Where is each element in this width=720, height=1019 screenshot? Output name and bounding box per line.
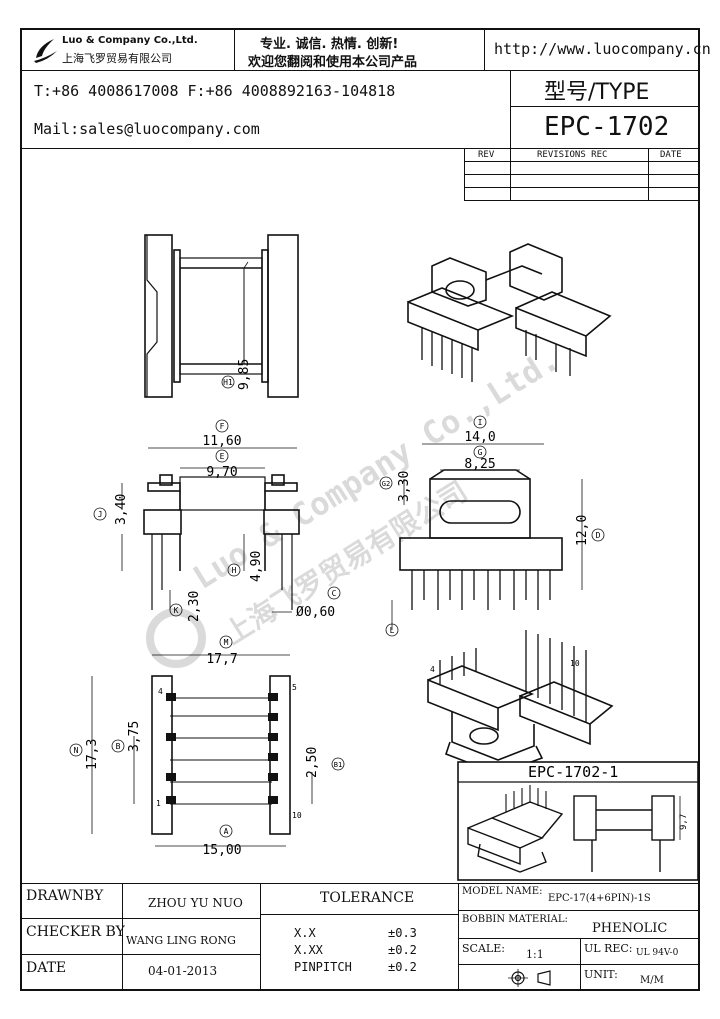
dim-b1-value: 2,50 bbox=[305, 747, 320, 778]
dim-i-value: 14,0 bbox=[464, 430, 495, 445]
watermark: Luo & Company Co.,Ltd. 上海飞罗贸易有限公司 bbox=[146, 340, 566, 668]
dim-j-label: J bbox=[98, 510, 103, 519]
slogan-line2: 欢迎您翻阅和使用本公司产品 bbox=[248, 55, 418, 70]
dim-m-value: 17,7 bbox=[206, 652, 237, 667]
variant-title: EPC-1702-1 bbox=[528, 763, 618, 781]
company-name-cn: 上海飞罗贸易有限公司 bbox=[62, 52, 172, 65]
dim-a-label: A bbox=[224, 827, 229, 836]
type-value: EPC-1702 bbox=[544, 112, 670, 142]
variant-side bbox=[573, 795, 681, 872]
iso-pin-label-10: 10 bbox=[570, 659, 580, 668]
iso-view-top bbox=[407, 243, 612, 382]
iso-pin-label-4: 4 bbox=[430, 665, 435, 674]
dim-h-value: 4,90 bbox=[249, 551, 264, 582]
dim-a-value: 15,00 bbox=[202, 843, 241, 858]
tolerance-label: TOLERANCE bbox=[320, 890, 415, 906]
tol3-key: PINPITCH bbox=[294, 960, 352, 974]
dim-k-value: 2,30 bbox=[187, 591, 202, 622]
ul-rec-value: UL 94V-0 bbox=[636, 948, 679, 958]
contact-phone-fax: T:+86 4008617008 F:+86 4008892163-104818 bbox=[34, 82, 396, 100]
unit-value: M/M bbox=[640, 975, 664, 986]
scale-value: 1:1 bbox=[526, 948, 544, 961]
dim-m-label: M bbox=[224, 638, 229, 647]
pin-label-5: 5 bbox=[292, 683, 297, 692]
tol2-value: ±0.2 bbox=[388, 943, 417, 957]
pin-label-4: 4 bbox=[158, 687, 163, 696]
website-link[interactable]: http://www.luocompany.cn bbox=[494, 40, 711, 58]
dim-i-label: I bbox=[478, 418, 483, 427]
revisions-rec-header: REVISIONS REC bbox=[537, 150, 608, 160]
dim-g-value: 8,25 bbox=[464, 457, 495, 472]
dim-k-label: K bbox=[174, 606, 179, 615]
bottom-view-dims bbox=[69, 635, 345, 847]
tol3-value: ±0.2 bbox=[388, 960, 417, 974]
dim-e-value: 9,70 bbox=[206, 465, 237, 480]
unit-label: UNIT: bbox=[584, 968, 618, 981]
drawing-sheet: Luo & Company Co.,Ltd. 上海飞罗贸易有限公司 专业. 诚信… bbox=[20, 28, 711, 991]
rev-header: REV bbox=[478, 150, 495, 160]
front-view-dims bbox=[93, 419, 341, 617]
dim-d-value: 12,0 bbox=[575, 515, 590, 546]
model-name-value: EPC-17(4+6PIN)-1S bbox=[548, 893, 651, 904]
tol1-value: ±0.3 bbox=[388, 926, 417, 940]
dim-e-label: E bbox=[220, 452, 225, 461]
dim-n-value: 17,3 bbox=[85, 739, 100, 770]
model-name-label: MODEL NAME: bbox=[462, 886, 543, 897]
dim-b-label: B bbox=[116, 742, 121, 751]
company-name-en: Luo & Company Co.,Ltd. bbox=[62, 35, 198, 46]
end-view-dims bbox=[379, 415, 605, 637]
contact-mail[interactable]: Mail:sales@luocompany.com bbox=[34, 120, 260, 138]
bobbin-material-value: PHENOLIC bbox=[592, 921, 668, 936]
dim-c-value: Ø0,60 bbox=[296, 605, 335, 620]
company-logo-icon bbox=[34, 39, 57, 63]
dim-b1-label: B1 bbox=[334, 761, 342, 769]
dim-h1 bbox=[221, 268, 245, 389]
iso-view-bottom bbox=[427, 630, 614, 775]
dim-h-label: H bbox=[232, 566, 237, 575]
end-view bbox=[399, 469, 563, 610]
type-label: 型号/TYPE bbox=[544, 80, 650, 105]
dim-f-value: 11,60 bbox=[202, 434, 241, 449]
drawnby-label: DRAWNBY bbox=[26, 888, 104, 904]
dim-g2-label: G2 bbox=[382, 480, 390, 488]
side-view bbox=[144, 234, 299, 398]
date-value: 04-01-2013 bbox=[148, 964, 218, 978]
checker-value: WANG LING RONG bbox=[126, 934, 236, 947]
dim-g2-value: 3,30 bbox=[397, 471, 412, 502]
bottom-view bbox=[151, 675, 291, 835]
dim-g-label: G bbox=[478, 448, 483, 457]
date-header: DATE bbox=[660, 150, 682, 160]
dim-n-label: N bbox=[74, 746, 79, 755]
pin-label-10: 10 bbox=[292, 811, 302, 820]
slogan-line1: 专业. 诚信. 热情. 创新! bbox=[260, 37, 399, 52]
variant-iso bbox=[467, 785, 564, 873]
dim-f-label: F bbox=[220, 422, 225, 431]
dim-h1-value: 9,85 bbox=[237, 359, 252, 390]
dim-d-label: D bbox=[596, 531, 601, 540]
tol2-key: X.XX bbox=[294, 943, 323, 957]
tol1-key: X.X bbox=[294, 926, 316, 940]
drawnby-value: ZHOU YU NUO bbox=[148, 896, 243, 910]
ul-rec-label: UL REC: bbox=[584, 942, 633, 955]
pin-holes bbox=[166, 693, 278, 804]
dim-h1-label: H1 bbox=[223, 378, 233, 387]
header-divider bbox=[22, 70, 698, 71]
drawing-area: Luo & Company Co.,Ltd. 上海飞罗贸易有限公司 H1 9,8… bbox=[69, 234, 698, 881]
dim-j-value: 3,40 bbox=[114, 494, 129, 525]
date-label: DATE bbox=[26, 960, 67, 976]
bobbin-material-label: BOBBIN MATERIAL: bbox=[462, 914, 568, 925]
pin-label-1: 1 bbox=[156, 799, 161, 808]
dim-l-label: L bbox=[390, 626, 395, 635]
projection-symbol-icon bbox=[508, 969, 551, 987]
scale-label: SCALE: bbox=[462, 942, 505, 955]
checker-label: CHECKER BY bbox=[26, 924, 125, 940]
front-view bbox=[143, 474, 300, 610]
variant-dim-value: 9,7 bbox=[679, 814, 689, 830]
dim-c-label: C bbox=[332, 589, 337, 598]
dim-b-value: 3,75 bbox=[127, 721, 142, 752]
